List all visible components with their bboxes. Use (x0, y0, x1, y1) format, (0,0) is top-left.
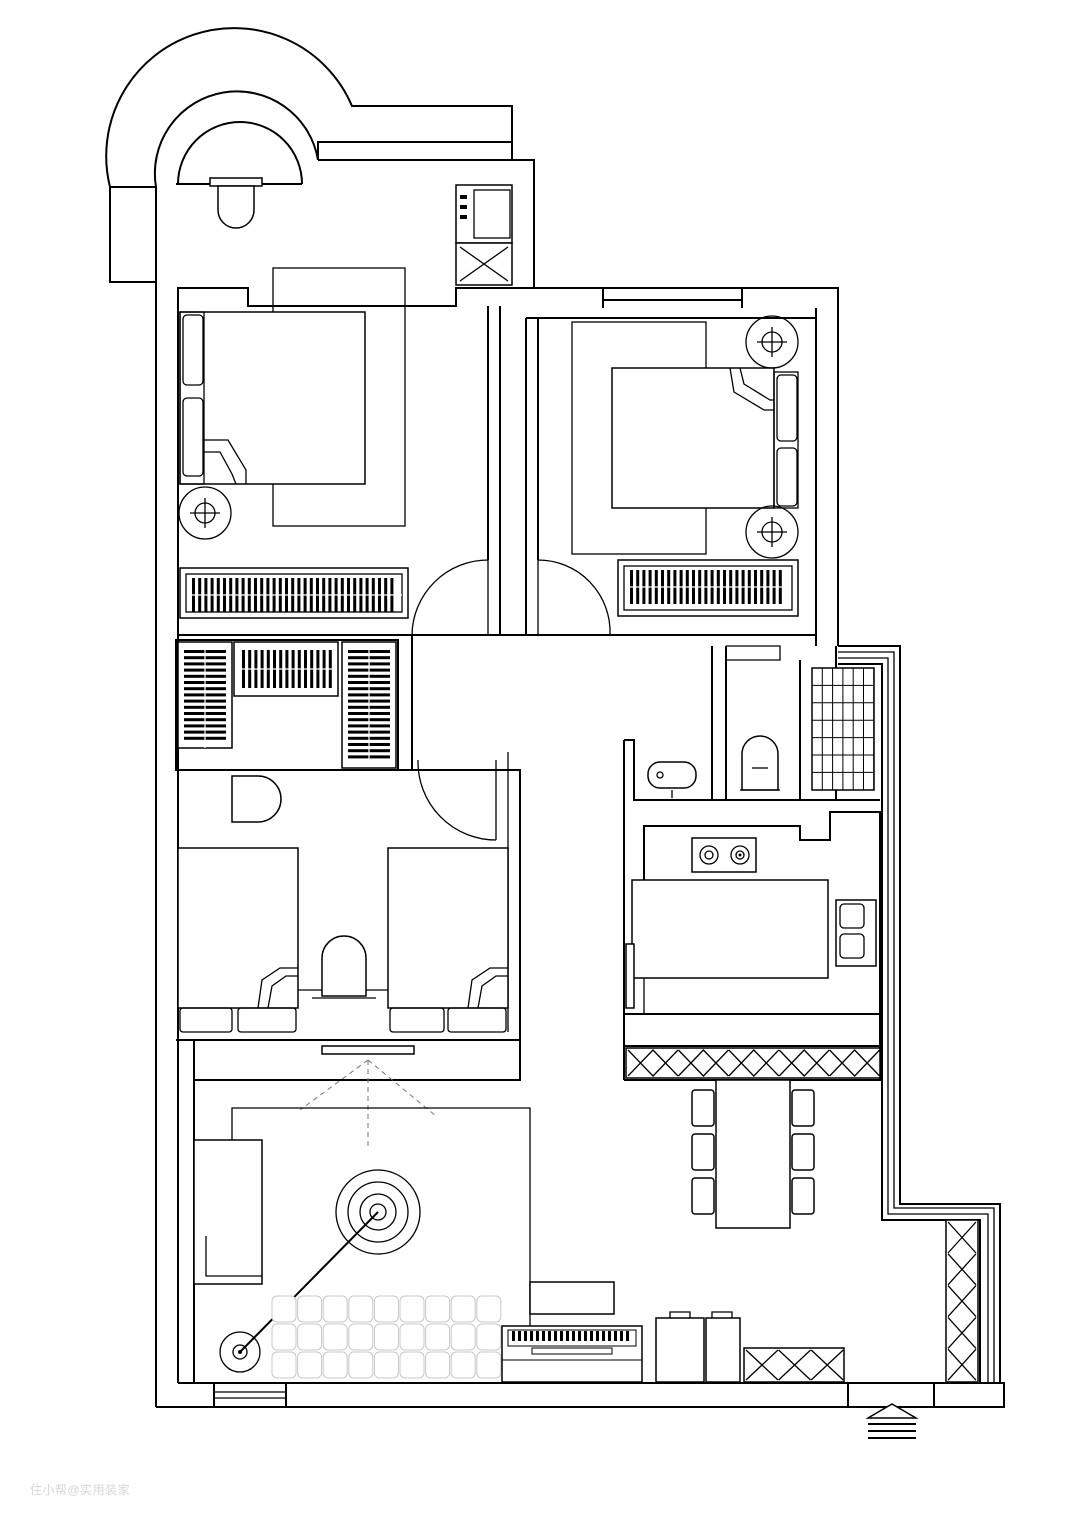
wardrobe-hangers-kids (184, 647, 390, 766)
shoe-cabinet-x (745, 1349, 844, 1381)
east-wall (838, 645, 1001, 1383)
stove-icon (738, 853, 742, 857)
south-wall (213, 1383, 935, 1407)
toilet-icon (209, 177, 263, 229)
kitchen-cabinet-row (625, 1047, 881, 1079)
piano (501, 1325, 643, 1383)
tv-wall (193, 1040, 521, 1383)
lamp-icon (238, 1350, 242, 1354)
shower-tiles (811, 667, 875, 790)
bedroom-doors (178, 559, 816, 770)
watermark: 住小帮@实用装家 (30, 1483, 131, 1497)
kitchen (624, 811, 882, 1081)
living-room (193, 1107, 615, 1383)
second-bedroom (525, 315, 816, 635)
sofa (271, 1295, 502, 1379)
wardrobe-hangers-master (189, 578, 402, 612)
wardrobe-hangers-second (627, 570, 790, 604)
entry-cabinets (655, 1311, 845, 1383)
laundry-unit (455, 184, 513, 286)
dining-table (691, 1079, 815, 1229)
master-bedroom (178, 267, 501, 635)
bay-window (105, 27, 513, 188)
entrance-arrow-icon (865, 1403, 919, 1439)
